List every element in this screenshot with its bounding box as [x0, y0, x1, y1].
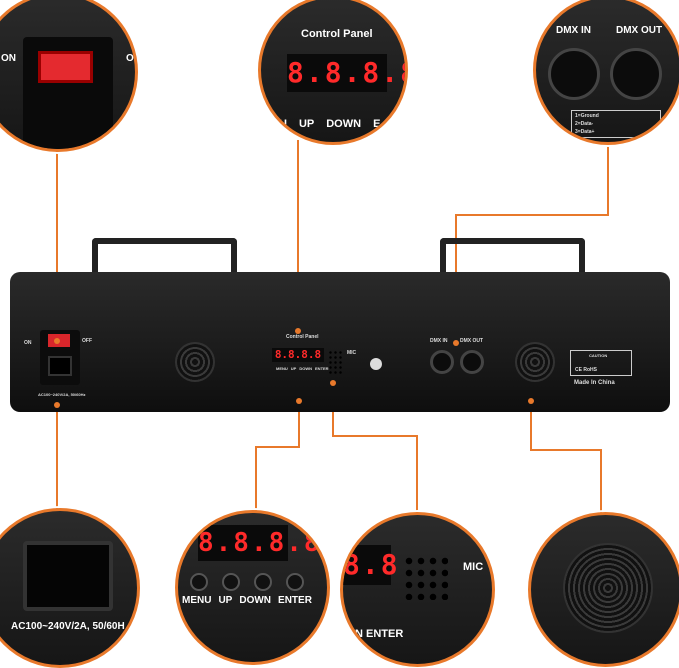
cooling-fan [175, 342, 215, 382]
leader-line [530, 449, 602, 451]
leader-line [255, 446, 257, 516]
mic-grille [328, 350, 344, 374]
dmx-out-label: DMX OUT [616, 25, 663, 36]
down-button[interactable]: DOWN [299, 366, 313, 371]
mic-label: MIC [463, 561, 484, 573]
button-labels: U UP DOWN E [279, 118, 381, 130]
mounting-handle [440, 238, 585, 298]
down-button[interactable] [254, 573, 272, 591]
callout-dot [54, 402, 60, 408]
power-inlet [23, 541, 113, 611]
mic-label: MIC [347, 350, 357, 356]
made-in-label: Made In China [574, 380, 615, 386]
mic-grille [403, 555, 448, 600]
leader-line [455, 214, 609, 216]
callout-dot [528, 398, 534, 404]
pinout-label: 1=Ground 2=Data- 3=Data+ [571, 110, 661, 138]
device-rear-panel: ON OFF AC100~240V/2A, 50/60Hz Control Pa… [10, 272, 670, 412]
mounting-handle [92, 238, 237, 298]
power-rating-label: AC100~240V/2A, 50/60Hz [38, 392, 86, 397]
led-display: 8.8.8.8 [287, 54, 405, 92]
callout-dot [295, 328, 301, 334]
dmx-in-label: DMX IN [430, 338, 448, 344]
power-rating-label: AC100~240V/2A, 50/60H [11, 621, 125, 632]
dmx-in-port[interactable] [430, 350, 454, 374]
switch-housing [23, 37, 113, 149]
dmx-out-port[interactable] [460, 350, 484, 374]
leader-line [297, 140, 299, 330]
leader-line [255, 446, 300, 448]
enter-button[interactable] [286, 573, 304, 591]
up-button[interactable] [222, 573, 240, 591]
leader-line [600, 449, 602, 519]
callout-dot [296, 398, 302, 404]
caution-label: CAUTION CE RoHS [570, 350, 632, 376]
callout-control-panel: Control Panel 8.8.8.8 U UP DOWN E [258, 0, 408, 145]
callout-power-switch: ON OFF [0, 0, 138, 152]
enter-button[interactable]: ENTER [315, 366, 329, 371]
cooling-fan [563, 543, 653, 633]
switch-on-label: ON [24, 340, 32, 346]
leader-line [416, 435, 418, 515]
leader-line [56, 140, 58, 340]
callout-mic: 8.8 MIC N ENTER [340, 512, 495, 667]
control-panel-title: Control Panel [301, 28, 373, 40]
leader-line [298, 400, 300, 447]
callout-dot [453, 340, 459, 346]
callout-dot [54, 338, 60, 344]
button-row: MENU UP DOWN ENTER [276, 366, 329, 371]
control-panel-label: Control Panel [286, 334, 319, 340]
dmx-out-label: DMX OUT [460, 338, 484, 344]
menu-button[interactable]: MENU [276, 366, 288, 371]
callout-dot [330, 380, 336, 386]
power-switch[interactable] [38, 51, 93, 83]
led-display: 8.8.8.8 [198, 525, 320, 561]
leader-line [607, 145, 609, 215]
dmx-in-label: DMX IN [556, 25, 591, 36]
leader-line [56, 405, 58, 515]
led-display: 8.8 [343, 545, 398, 585]
leader-line [530, 400, 532, 450]
led-display: 8.8.8.8 [272, 348, 324, 362]
dmx-in-port[interactable] [548, 48, 600, 100]
callout-power-inlet: AC100~240V/2A, 50/60H [0, 508, 140, 668]
power-inlet [48, 356, 72, 376]
dmx-out-port[interactable] [610, 48, 662, 100]
callout-buttons: 8.8.8.8 MENU UP DOWN ENTER [175, 510, 330, 665]
up-button[interactable]: UP [290, 366, 297, 371]
mic-icon [370, 358, 382, 370]
cooling-fan [515, 342, 555, 382]
callout-fan [528, 512, 679, 667]
switch-housing [40, 330, 80, 385]
menu-button[interactable] [190, 573, 208, 591]
callout-dmx: DMX IN DMX OUT 1=Ground 2=Data- 3=Data+ [533, 0, 679, 145]
switch-off-label: OFF [82, 338, 92, 344]
enter-label: N ENTER [355, 628, 404, 640]
leader-line [332, 435, 418, 437]
button-labels: MENU UP DOWN ENTER [182, 595, 312, 606]
